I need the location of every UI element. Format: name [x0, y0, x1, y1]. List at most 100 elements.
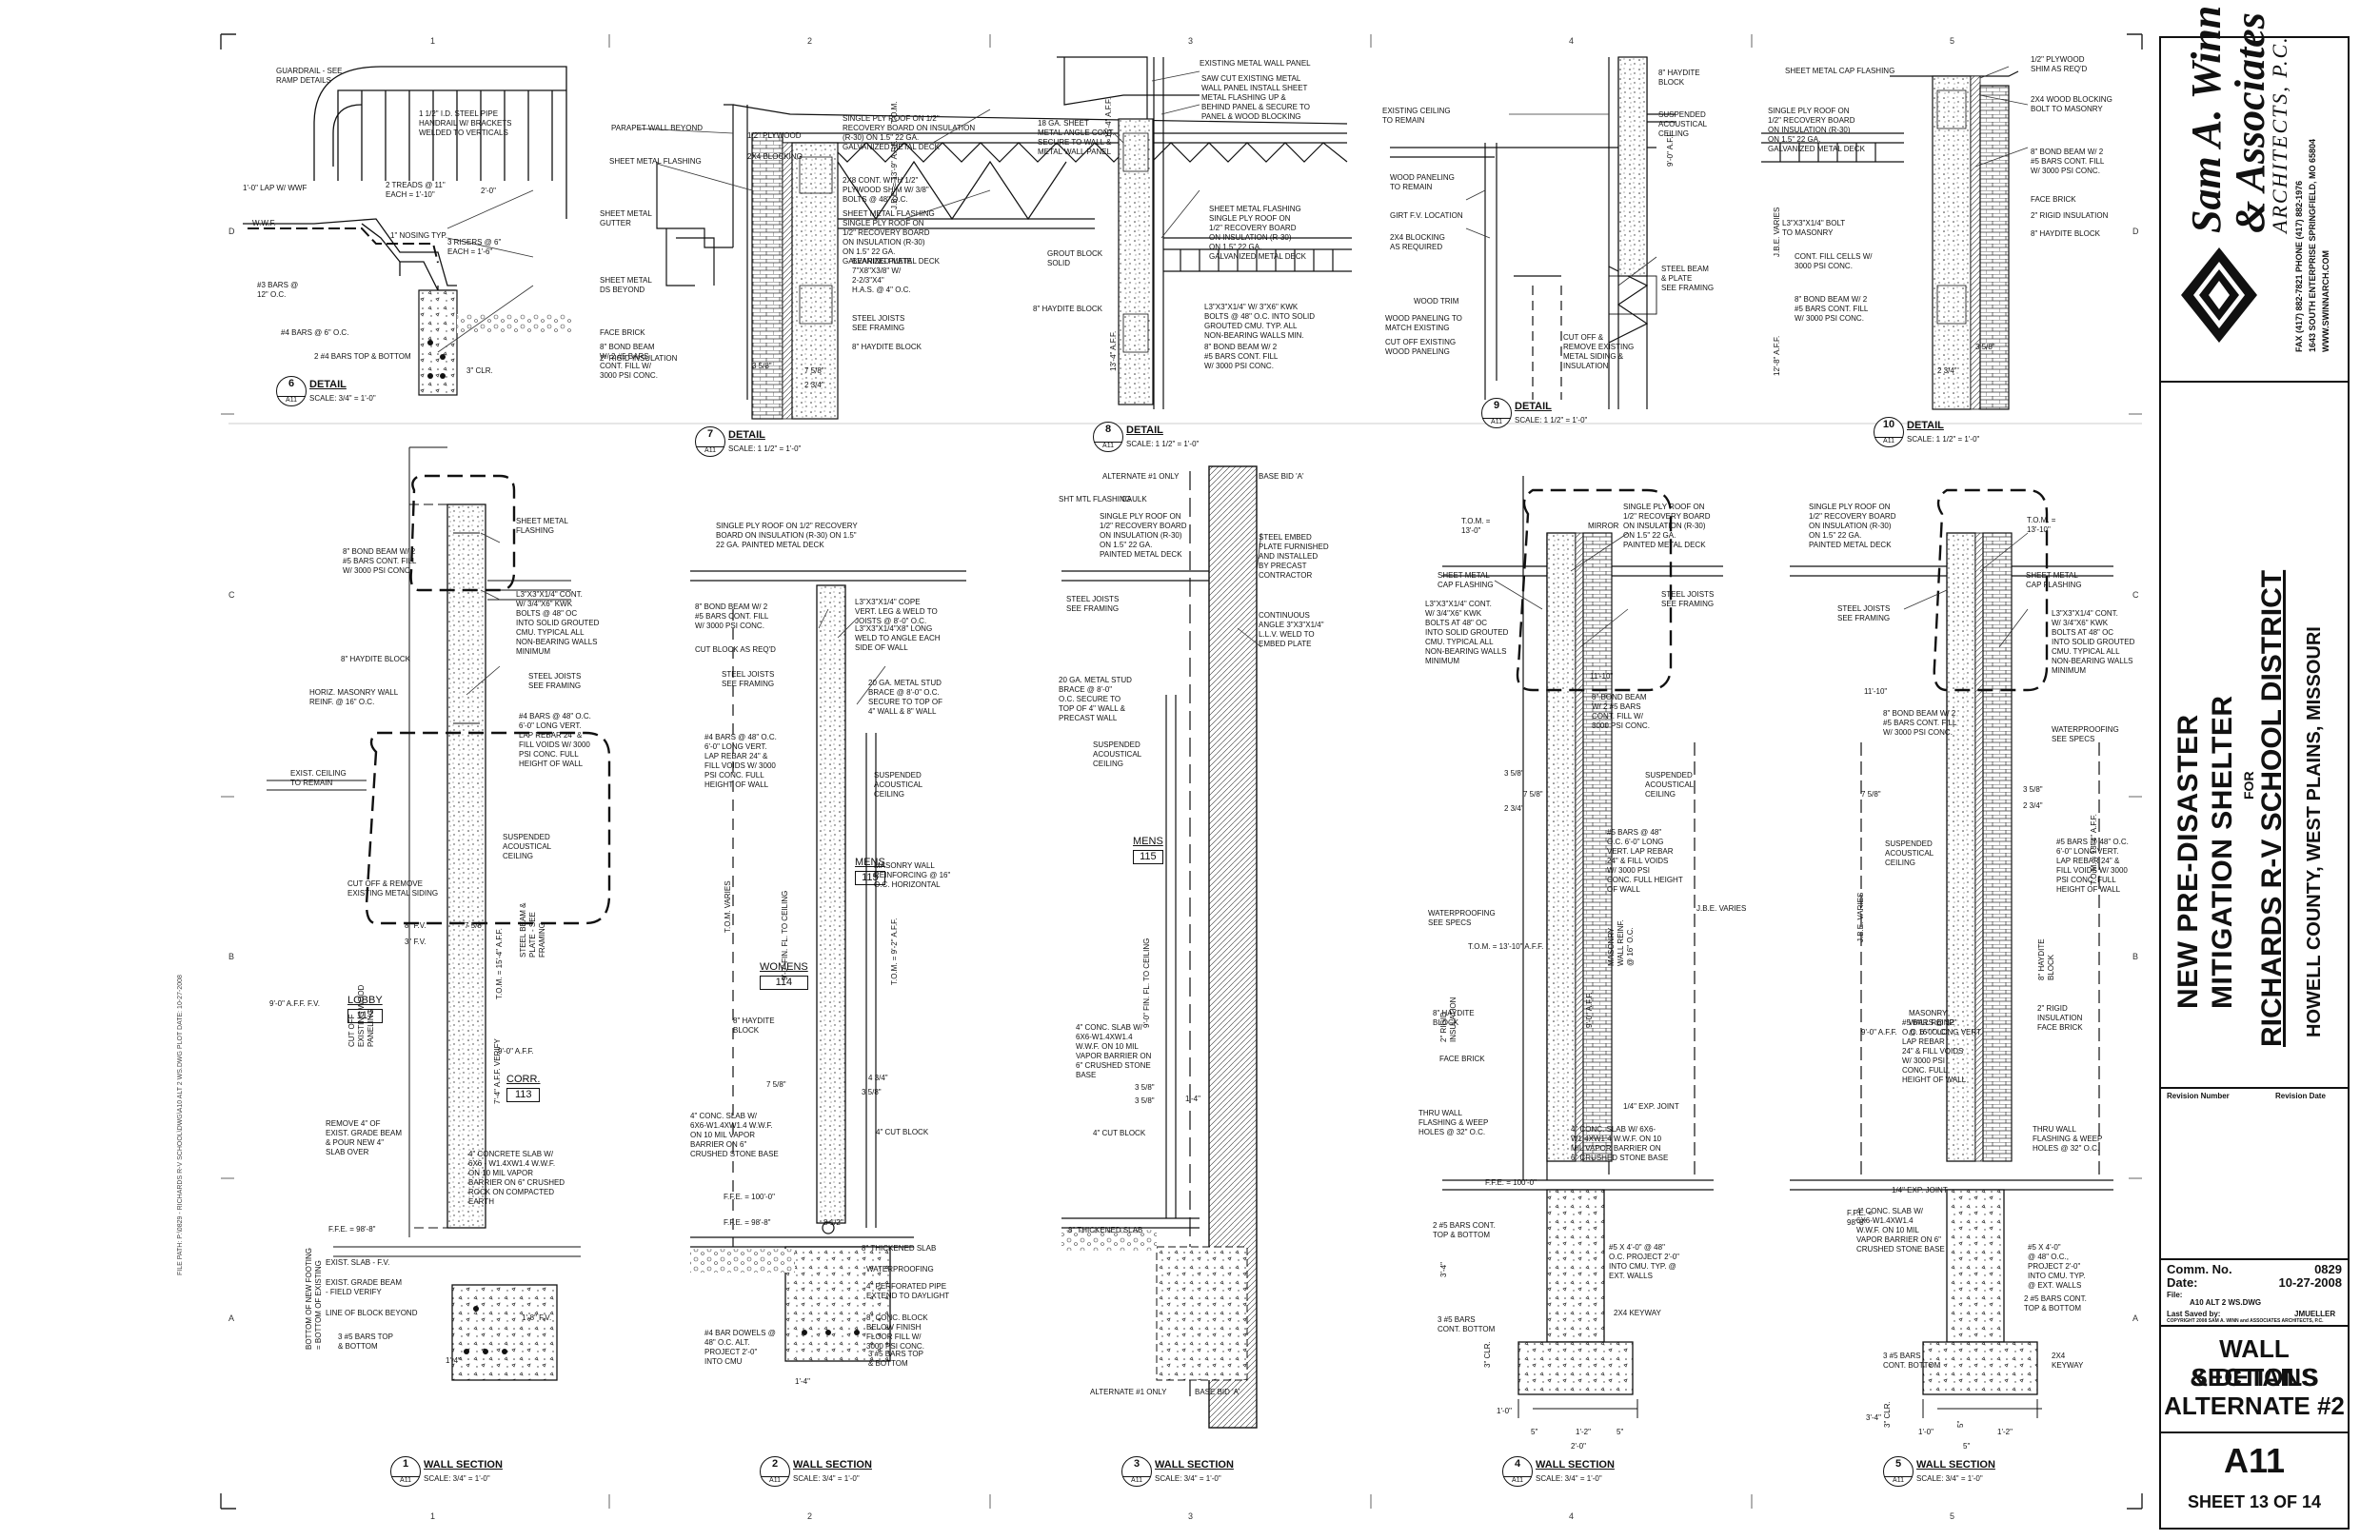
s5-callout: THRU WALL FLASHING & WEEP HOLES @ 32" O.…: [2033, 1125, 2103, 1153]
s2-callout: T.O.M. = 9'-2" A.F.F.: [890, 918, 899, 985]
detail-title-text: DETAIL: [728, 429, 765, 441]
d10-callout: 12'-8" A.F.F.: [1773, 335, 1781, 376]
sheet-title-line1: WALL SECTIONS: [2191, 1334, 2318, 1392]
detail-number: 4: [1514, 1458, 1521, 1470]
s3-callout: SINGLE PLY ROOF ON 1/2" RECOVERY BOARD O…: [1100, 512, 1187, 559]
room-number: 115: [855, 871, 885, 885]
s1-callout: 1'-8" F.V.: [522, 1313, 552, 1322]
s4-callout: 2 #5 BARS CONT. TOP & BOTTOM: [1433, 1221, 1496, 1239]
s5-callout: 8" BOND BEAM w/ 2 #5 BARS CONT. FILL w/ …: [1883, 709, 1957, 737]
s1-callout: 8" F.V.: [405, 921, 426, 930]
s2-callout: L3"x3"x1/4" COPE VERT. LEG & WELD TO JOI…: [855, 598, 938, 625]
s3-callout: ALTERNATE #1 ONLY: [1090, 1388, 1167, 1396]
s5-callout: #5 BARS @ 48" O.C. 6'-0" LONG VERT. LAP …: [2056, 838, 2129, 894]
d10-callout: SHEET METAL CAP FLASHING: [1785, 67, 1895, 75]
s1-callout: 8" BOND BEAM W/ 2 #5 BARS CONT. FILL w/ …: [343, 547, 417, 575]
s5-callout: 1'-0": [1918, 1428, 1934, 1436]
detail-title-text: DETAIL: [1126, 424, 1163, 436]
d9-callout: 8" HAYDITE BLOCK: [1658, 69, 1700, 87]
grid-row-c-right: C: [2132, 590, 2139, 600]
project-line1: NEW PRE-DISASTER: [2172, 714, 2204, 1009]
date-value: 10-27-2008: [2278, 1275, 2343, 1290]
s4-callout: T.O.M. = 13'-0": [1461, 517, 1491, 535]
s4-callout: FACE BRICK: [1439, 1055, 1485, 1063]
s1-callout: 9'-0" A.F.F.: [498, 1047, 534, 1056]
detail-number: 3: [1133, 1458, 1140, 1470]
plot-stamp: FILE PATH: P:\0829 - RICHARDS R-V SCHOOL…: [177, 975, 184, 1275]
d9-callout: WOOD TRIM: [1414, 297, 1459, 306]
d7-callout: SINGLE PLY ROOF ON 1/2" RECOVERY BOARD O…: [843, 114, 976, 151]
s5-callout: SUSPENDED ACOUSTICAL CEILING: [1885, 839, 1934, 867]
firm-phone: FAX (417) 882-7821 PHONE (417) 882-1976: [2294, 180, 2304, 352]
s1-callout: 3" F.V.: [405, 938, 426, 946]
d9-callout: EXISTING CEILING TO REMAIN: [1382, 107, 1451, 125]
grid-col-1-top: 1: [430, 36, 436, 46]
grid-col-3-top: 3: [1188, 36, 1194, 46]
detail-scale-text: SCALE: 1 1/2" = 1'-0": [728, 444, 802, 453]
project-line3: FOR: [2241, 771, 2256, 800]
s4-callout: L3"x3"x1/4" CONT. W/ 3/4"x6" KWK BOLTS A…: [1425, 600, 1509, 665]
d7-callout: SHEET METAL FLASHING SINGLE PLY ROOF ON …: [843, 209, 940, 266]
s1-callout: REMOVE 4" OF EXIST. GRADE BEAM & POUR NE…: [326, 1119, 403, 1156]
room-name: WOMENS: [760, 961, 808, 973]
s5-callout: MASONRY WALL REINF. @ 16" O.C.: [1909, 1009, 1955, 1037]
room-number: 117: [347, 1009, 383, 1023]
firm-panel: Sam A. Winn & Associates ARCHITECTS, P.C…: [2161, 6, 2348, 383]
s3-callout: 1'-4": [1185, 1095, 1200, 1103]
s2-callout: SUSPENDED ACOUSTICAL CEILING: [874, 771, 923, 799]
revision-number-label: Revision Number: [2167, 1092, 2230, 1100]
s1-callout: HORIZ. MASONRY WALL REINF. @ 16" O.C.: [309, 688, 399, 706]
room-name: LOBBY: [347, 995, 383, 1006]
s3-callout: BASE BID 'A': [1195, 1388, 1240, 1396]
d8-callout: SAW CUT EXISTING METAL WALL PANEL INSTAL…: [1201, 74, 1310, 121]
grid-col-5-bottom: 5: [1950, 1511, 1955, 1521]
grid-row-b-left: B: [228, 952, 235, 961]
detail-title-text: DETAIL: [1515, 401, 1552, 412]
s4-callout: 3 #5 BARS CONT. BOTTOM: [1438, 1315, 1496, 1333]
detail-title-text: WALL SECTION: [424, 1459, 503, 1471]
room-number: 114: [760, 976, 808, 990]
sheet-title-line2: & DETAILS: [2190, 1363, 2319, 1392]
s5-callout: F.F.E. = 98'-8": [1847, 1209, 1873, 1227]
d10-callout: 8" HAYDITE BLOCK: [2031, 229, 2100, 238]
firm-web: WWW.SWINNARCH.COM: [2321, 250, 2330, 352]
d8-callout: 15'-4" A.F.F.: [1104, 97, 1113, 138]
s3-callout: SHT MTL FLASHING: [1059, 495, 1132, 503]
s4-callout: THRU WALL FLASHING & WEEP HOLES @ 32" O.…: [1418, 1109, 1489, 1136]
d10-callout: 8" BOND BEAM w/ 2 #5 BARS CONT. FILL w/ …: [2031, 148, 2105, 175]
s4-callout: 2 3/4": [1504, 804, 1524, 813]
sheet-number-panel: A11 SHEET 13 OF 14: [2161, 1431, 2348, 1527]
d7-callout: 2X4 BLOCKING: [747, 152, 803, 161]
s2-callout: 1'-4": [795, 1377, 810, 1386]
grid-row-d-right: D: [2132, 227, 2139, 236]
detail-sheet: A11: [1874, 437, 1903, 444]
detail-scale-text: SCALE: 1 1/2" = 1'-0": [1515, 416, 1588, 424]
grid-col-2-bottom: 2: [807, 1511, 813, 1521]
file-value: A10 ALT 2 WS.DWG: [2190, 1298, 2262, 1307]
d6-callout: 1" NOSING TYP.: [390, 231, 447, 240]
d6-callout: 2 #4 BARS TOP & BOTTOM: [314, 352, 411, 361]
revision-date-label: Revision Date: [2275, 1092, 2326, 1100]
s3-callout: 3 5/8": [1135, 1083, 1155, 1092]
d10-callout: 2 3/4": [1937, 366, 1957, 375]
s5-callout: FACE BRICK: [2037, 1023, 2083, 1032]
d7-callout: 2" RIGID INSULATION: [600, 354, 678, 363]
s1-callout: 8" HAYDITE BLOCK: [341, 655, 410, 663]
saved-by-value: JMUELLER: [2294, 1310, 2336, 1318]
grid-row-a-right: A: [2132, 1313, 2139, 1323]
s2-callout: 20 GA. METAL STUD BRACE @ 8'-0" O.C. SEC…: [868, 679, 942, 716]
s3-callout: 3 5/8": [1135, 1096, 1155, 1105]
s5-callout: 8" HAYDITE BLOCK: [2037, 938, 2055, 980]
firm-name-line1: Sam A. Winn: [2183, 5, 2230, 233]
revision-panel: Revision Number Revision Date: [2161, 1087, 2348, 1260]
